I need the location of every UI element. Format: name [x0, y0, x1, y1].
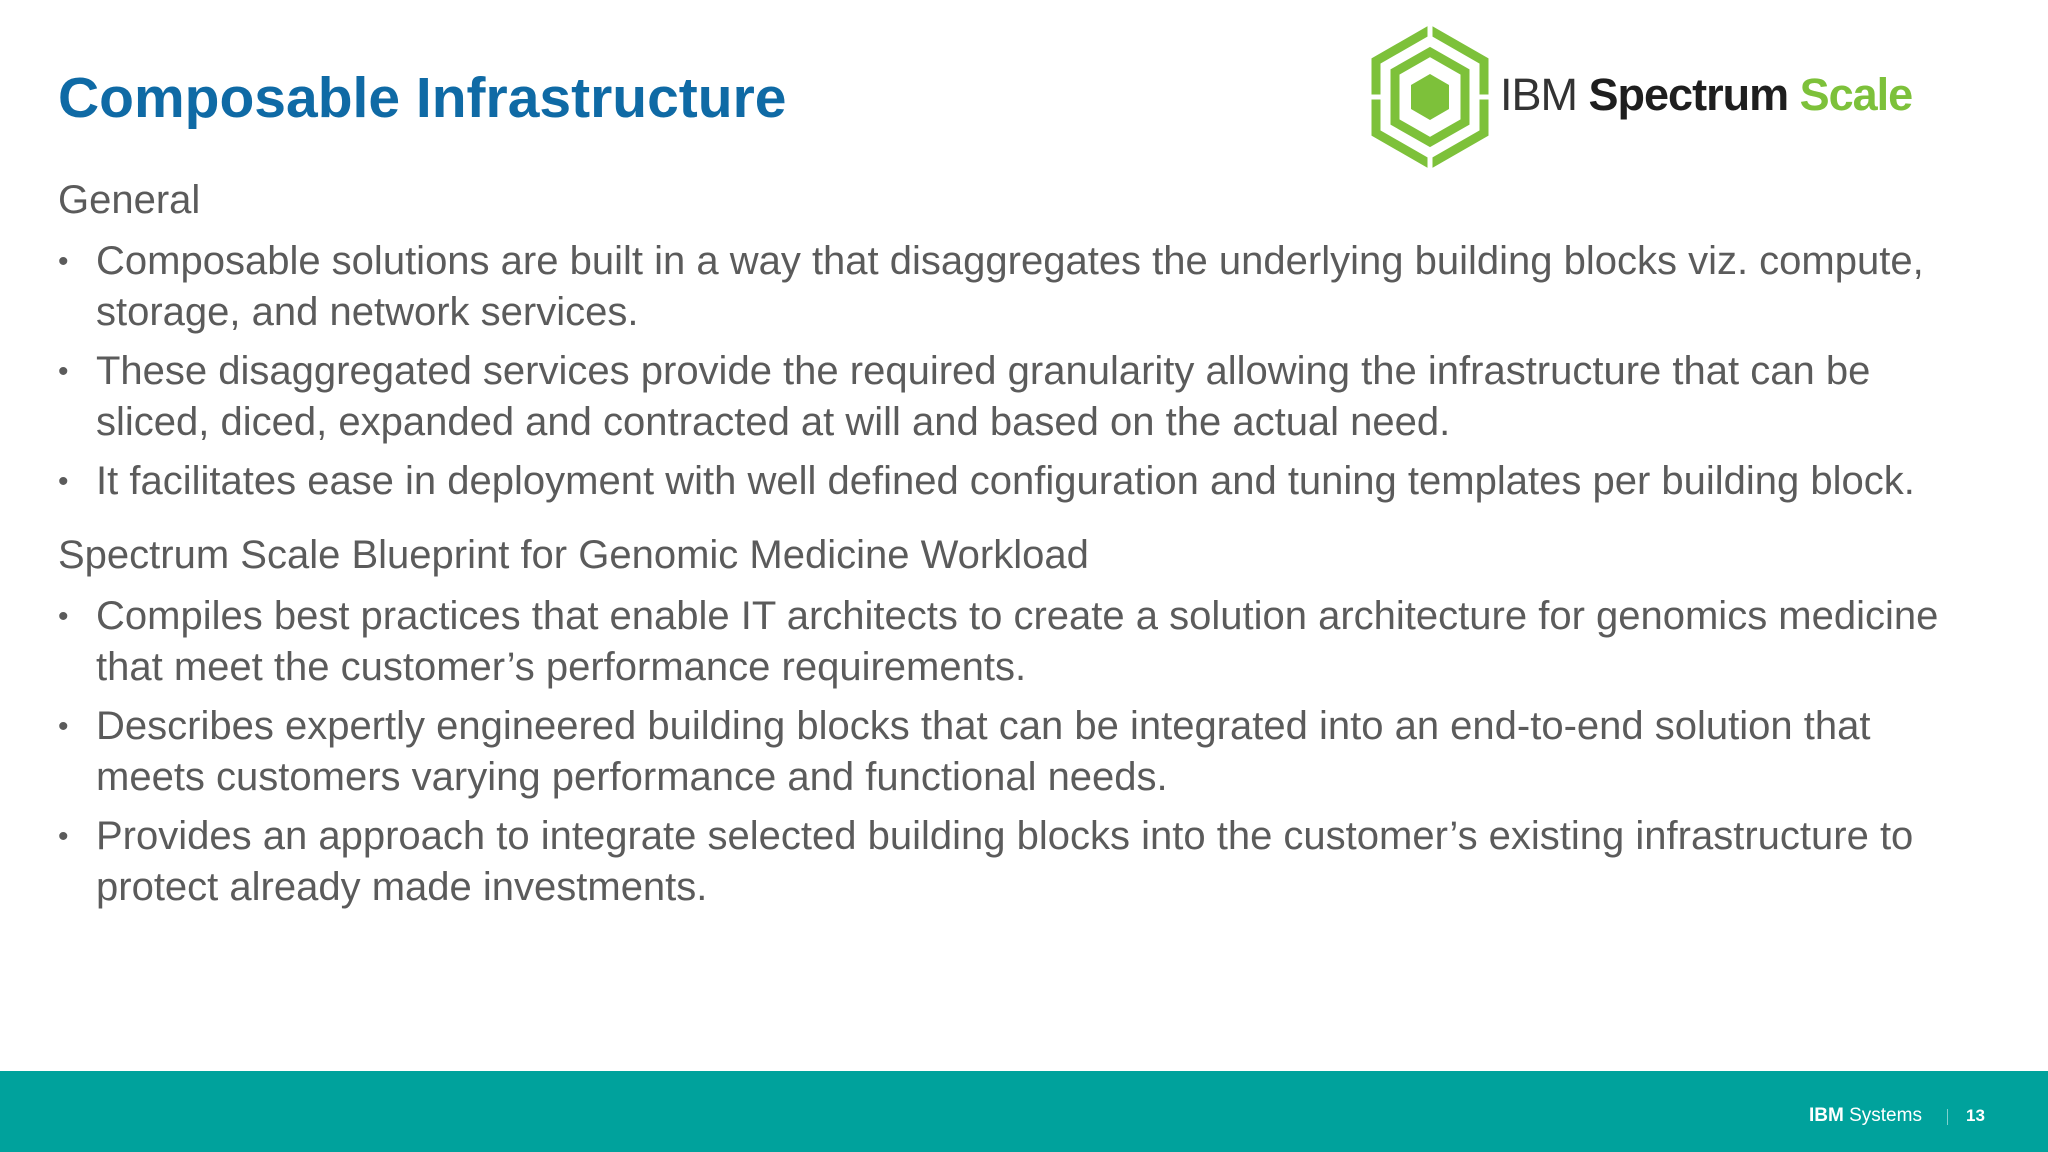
bullet-text: Composable solutions are built in a way …: [96, 239, 1924, 334]
page-number: 13: [1966, 1106, 1985, 1125]
section-general: General • Composable solutions are built…: [58, 172, 1958, 507]
list-item: • These disaggregated services provide t…: [58, 346, 1958, 448]
logo-spectrum-text: Spectrum: [1588, 69, 1790, 120]
hexagon-logo-icon: [1368, 24, 1492, 170]
list-item: • Compiles best practices that enable IT…: [58, 591, 1958, 693]
bullet-text: These disaggregated services provide the…: [96, 349, 1871, 444]
bullet-text: Compiles best practices that enable IT a…: [96, 594, 1939, 689]
logo-scale-text: Scale: [1799, 69, 1914, 120]
footer-brand-bold: IBM: [1809, 1105, 1844, 1126]
bullet-icon: •: [58, 245, 69, 278]
ibm-spectrum-scale-logo: IBM Spectrum Scale: [1362, 22, 1922, 172]
footer-divider: [1947, 1109, 1948, 1125]
logo-wordmark: IBM Spectrum Scale: [1500, 68, 1914, 122]
bullet-icon: •: [58, 465, 69, 498]
footer-brand: IBM Systems: [1809, 1104, 1922, 1128]
bullet-text: Provides an approach to integrate select…: [96, 814, 1914, 909]
bullet-text: Describes expertly engineered building b…: [96, 704, 1871, 799]
slide-title: Composable Infrastructure: [58, 66, 787, 130]
slide-content: General • Composable solutions are built…: [58, 172, 1958, 913]
footer-bar: IBM Systems 13: [0, 1071, 2048, 1152]
footer-brand-rest: Systems: [1843, 1105, 1922, 1126]
logo-ibm-text: IBM: [1500, 69, 1578, 120]
list-item: • It facilitates ease in deployment with…: [58, 456, 1958, 507]
section-blueprint: Spectrum Scale Blueprint for Genomic Med…: [58, 527, 1958, 913]
bullet-list: • Composable solutions are built in a wa…: [58, 236, 1958, 507]
bullet-icon: •: [58, 710, 69, 743]
section-heading: Spectrum Scale Blueprint for Genomic Med…: [58, 533, 1089, 577]
section-heading: General: [58, 178, 201, 222]
list-item: • Describes expertly engineered building…: [58, 701, 1958, 803]
list-item: • Provides an approach to integrate sele…: [58, 811, 1958, 913]
bullet-icon: •: [58, 820, 69, 853]
list-item: • Composable solutions are built in a wa…: [58, 236, 1958, 338]
bullet-text: It facilitates ease in deployment with w…: [96, 459, 1915, 503]
bullet-icon: •: [58, 600, 69, 633]
bullet-icon: •: [58, 355, 69, 388]
bullet-list: • Compiles best practices that enable IT…: [58, 591, 1958, 913]
